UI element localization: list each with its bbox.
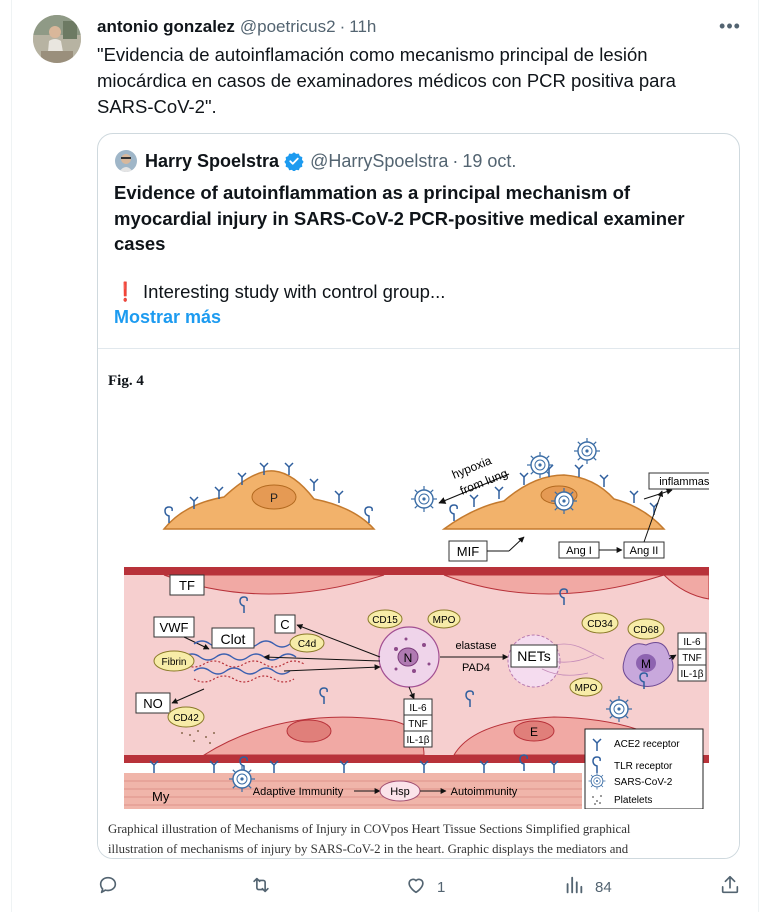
more-options-button[interactable]: ••• — [718, 14, 742, 38]
legend-sars: SARS-CoV-2 — [614, 777, 673, 788]
post-timestamp[interactable]: 11h — [349, 17, 377, 36]
timeline-divider-left — [11, 0, 12, 912]
heart-icon — [405, 874, 427, 900]
show-more-link[interactable]: Mostrar más — [114, 307, 222, 327]
action-bar: 1 84 — [97, 872, 743, 902]
label-no: NO — [143, 696, 163, 711]
caption-line-2: illustration of mechanisms of injury by … — [108, 842, 629, 856]
like-count: 1 — [437, 878, 446, 896]
label-nets: NETs — [517, 648, 550, 664]
label-autoimmunity: Autoimmunity — [451, 786, 518, 798]
label-cd34: CD34 — [587, 619, 613, 630]
label-inflammasome: inflammasome — [659, 476, 709, 488]
figure-image[interactable]: Fig. 4 — [98, 348, 739, 858]
figure-caption: Graphical illustration of Mechanisms of … — [108, 819, 728, 858]
exclamation-icon: ❗ — [116, 281, 135, 302]
label-mpo: MPO — [433, 615, 456, 626]
quoted-post[interactable]: Harry Spoelstra @HarrySpoelstra · 19 oct… — [97, 133, 740, 859]
label-my: My — [152, 789, 170, 804]
label-cd68: CD68 — [633, 625, 659, 636]
like-button[interactable]: 1 — [405, 872, 445, 902]
label-hsp: Hsp — [390, 786, 410, 798]
figure-label: Fig. 4 — [108, 373, 144, 389]
label-tf: TF — [179, 578, 195, 593]
label-cd42: CD42 — [173, 713, 199, 724]
quoted-body-text: Interesting study with control group... — [143, 281, 446, 302]
quoted-separator-dot: · — [452, 150, 459, 171]
share-button[interactable] — [719, 872, 741, 902]
label-ang1: Ang I — [566, 545, 592, 557]
reply-icon — [97, 874, 119, 900]
reply-button[interactable] — [97, 872, 119, 902]
verified-badge-icon — [284, 151, 304, 171]
label-fibrin: Fibrin — [161, 657, 186, 668]
label-il1b-n: IL-1β — [407, 735, 430, 746]
views-button[interactable]: 84 — [563, 872, 612, 902]
author-handle[interactable]: @poetricus2 — [239, 17, 336, 36]
label-adaptive: Adaptive Immunity — [253, 786, 344, 798]
views-icon — [563, 874, 585, 900]
quoted-header: Harry Spoelstra @HarrySpoelstra · 19 oct… — [115, 149, 516, 173]
caption-line-1: Graphical illustration of Mechanisms of … — [108, 822, 631, 836]
quoted-author-name[interactable]: Harry Spoelstra — [145, 150, 280, 171]
label-mif: MIF — [457, 544, 479, 559]
avatar[interactable] — [33, 15, 81, 63]
label-vwf: VWF — [160, 620, 189, 635]
label-m: M — [641, 657, 651, 671]
label-c4d: C4d — [298, 639, 316, 650]
retweet-icon — [249, 874, 273, 900]
quoted-body: ❗ Interesting study with control group... — [114, 281, 445, 303]
post-header: antonio gonzalez @poetricus2 · 11h — [97, 16, 376, 38]
label-ang2: Ang II — [630, 545, 659, 557]
figure-diagram: P hypoxia from lung — [124, 437, 709, 809]
post-text: "Evidencia de autoinflamación como mecan… — [97, 44, 676, 117]
label-il6-m: IL-6 — [683, 637, 701, 648]
label-tnf-m: TNF — [682, 653, 701, 664]
quoted-timestamp[interactable]: 19 oct. — [462, 150, 517, 171]
retweet-button[interactable] — [249, 872, 273, 902]
label-tnf-n: TNF — [408, 719, 427, 730]
quoted-title: Evidence of autoinflammation as a princi… — [114, 182, 685, 254]
label-c: C — [280, 617, 289, 632]
share-icon — [719, 874, 741, 900]
label-clot: Clot — [221, 631, 246, 647]
legend-tlr: TLR receptor — [614, 761, 673, 772]
more-dots-icon: ••• — [719, 15, 741, 36]
separator-dot: · — [339, 17, 346, 36]
label-n: N — [404, 651, 413, 665]
legend-platelets: Platelets — [614, 795, 652, 806]
label-cd15: CD15 — [372, 615, 398, 626]
quoted-author-handle[interactable]: @HarrySpoelstra — [310, 150, 449, 171]
label-pad4: PAD4 — [462, 662, 490, 674]
author-name[interactable]: antonio gonzalez — [97, 17, 235, 36]
label-il6-n: IL-6 — [409, 703, 427, 714]
label-mpo-nets: MPO — [575, 683, 598, 694]
legend-ace2: ACE2 receptor — [614, 739, 680, 750]
views-count: 84 — [595, 878, 612, 896]
label-il1b-m: IL-1β — [681, 669, 704, 680]
label-e: E — [530, 725, 538, 739]
quoted-avatar[interactable] — [115, 150, 137, 172]
label-elastase: elastase — [456, 640, 497, 652]
timeline-divider-right — [758, 0, 759, 912]
label-p: P — [270, 491, 278, 505]
